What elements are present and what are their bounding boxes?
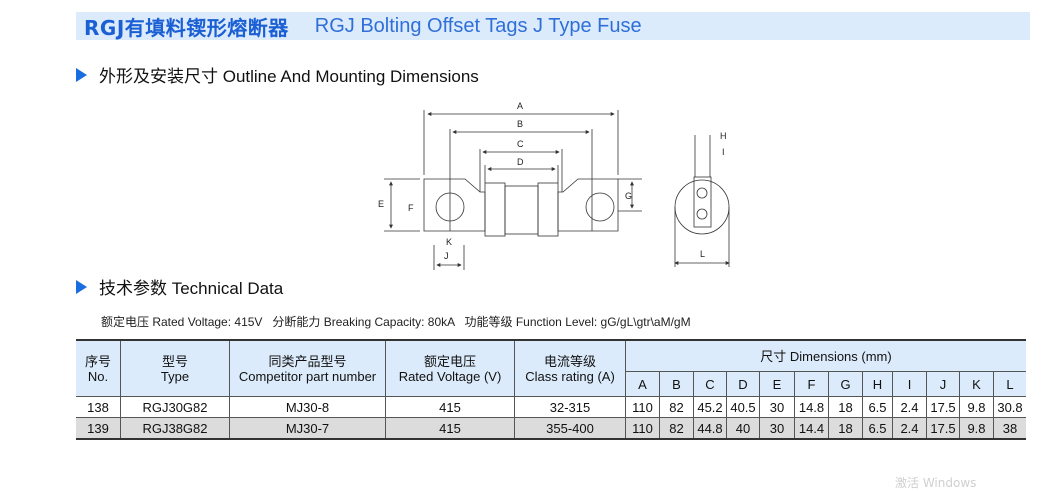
cell-competitor: MJ30-8: [229, 396, 386, 418]
triangle-right-icon: [76, 279, 87, 294]
cell-no: 139: [76, 417, 121, 440]
dim-col-f: F: [794, 371, 829, 397]
cell-dim-j: 17.5: [926, 417, 960, 440]
cell-competitor: MJ30-7: [229, 417, 386, 440]
section-technical-heading: 技术参数 Technical Data: [76, 274, 283, 299]
dim-col-d: D: [726, 371, 760, 397]
cell-dim-g: 18: [828, 396, 863, 418]
cell-dim-f: 14.4: [794, 417, 829, 440]
cell-dim-d: 40.5: [726, 396, 760, 418]
cell-dim-i: 2.4: [892, 417, 927, 440]
triangle-right-icon: [76, 67, 87, 82]
cell-dim-l: 38: [993, 417, 1026, 440]
dim-col-b: B: [659, 371, 694, 397]
header-en: Competitor part number: [238, 368, 377, 384]
cell-type: RGJ30G82: [120, 396, 230, 418]
cell-dim-c: 45.2: [693, 396, 727, 418]
dim-col-l: L: [993, 371, 1026, 397]
col-competitor-header: 同类产品型号 Competitor part number: [229, 339, 386, 397]
dim-label-e: E: [378, 199, 384, 209]
title-chinese: RGJ有填料锲形熔断器: [84, 15, 289, 40]
cell-dim-f: 14.8: [794, 396, 829, 418]
cell-class: 32-315: [514, 396, 626, 418]
cell-dim-i: 2.4: [892, 396, 927, 418]
title-english: RGJ Bolting Offset Tags J Type Fuse: [314, 14, 642, 37]
header-cn: 电流等级: [543, 353, 596, 369]
cell-dim-e: 30: [759, 417, 795, 440]
section-outline-heading: 外形及安装尺寸 Outline And Mounting Dimensions: [76, 62, 479, 87]
cell-dim-e: 30: [759, 396, 795, 418]
watermark-text: 激活 Windows: [895, 476, 977, 490]
col-voltage-header: 额定电压 Rated Voltage (V): [385, 339, 515, 397]
dim-label-b: B: [517, 119, 523, 129]
dim-label-j: J: [444, 251, 449, 261]
spec-table: 序号 No. 型号 Type 同类产品型号 Competitor part nu…: [76, 339, 1026, 440]
cell-dim-a: 110: [625, 396, 660, 418]
header-cn: 同类产品型号: [268, 353, 347, 369]
cell-dim-h: 6.5: [862, 417, 893, 440]
header-cn: 型号: [161, 353, 188, 369]
dim-label-f: F: [408, 203, 414, 213]
dim-col-a: A: [625, 371, 660, 397]
dim-label-g: G: [625, 191, 632, 201]
cell-voltage: 415: [385, 396, 515, 418]
header-cn: 额定电压: [423, 353, 476, 369]
cell-dim-d: 40: [726, 417, 760, 440]
header-en: Rated Voltage (V): [398, 368, 502, 384]
cell-dim-k: 9.8: [959, 417, 994, 440]
cell-dim-c: 44.8: [693, 417, 727, 440]
dim-col-i: I: [892, 371, 927, 397]
header-en: Class rating (A): [525, 368, 615, 384]
dim-col-e: E: [759, 371, 795, 397]
col-no-header: 序号 No.: [76, 339, 121, 397]
dim-label-l: L: [700, 249, 705, 259]
cell-class: 355-400: [514, 417, 626, 440]
cell-dim-h: 6.5: [862, 396, 893, 418]
header-en: Type: [160, 368, 190, 384]
section-technical-label: 技术参数 Technical Data: [99, 279, 284, 298]
dim-label-k: K: [446, 237, 452, 247]
col-class-header: 电流等级 Class rating (A): [514, 339, 626, 397]
cell-dim-j: 17.5: [926, 396, 960, 418]
table-row: 138 RGJ30G82 MJ30-8 415 32-315 110 82 45…: [76, 396, 1026, 418]
cell-dim-b: 82: [659, 417, 694, 440]
technical-params-line: 额定电压 Rated Voltage: 415V 分断能力 Breaking C…: [101, 315, 691, 329]
cell-no: 138: [76, 396, 121, 418]
dim-col-j: J: [926, 371, 960, 397]
dim-label-a: A: [517, 101, 523, 111]
cell-dim-a: 110: [625, 417, 660, 440]
cell-dim-b: 82: [659, 396, 694, 418]
cell-voltage: 415: [385, 417, 515, 440]
title-bar: RGJ有填料锲形熔断器 RGJ Bolting Offset Tags J Ty…: [76, 12, 1030, 40]
header-cn: 序号: [84, 353, 111, 369]
outline-drawing: A B C D E F G K J H I L: [378, 101, 730, 270]
dim-label-c: C: [517, 139, 524, 149]
cell-dim-g: 18: [828, 417, 863, 440]
dim-label-d: D: [517, 157, 524, 167]
cell-dim-k: 9.8: [959, 396, 994, 418]
dim-label-i: I: [722, 147, 725, 157]
dim-label-h: H: [720, 131, 727, 141]
section-outline-label: 外形及安装尺寸 Outline And Mounting Dimensions: [99, 67, 479, 86]
dim-col-k: K: [959, 371, 994, 397]
dim-col-c: C: [693, 371, 727, 397]
dim-col-g: G: [828, 371, 863, 397]
col-type-header: 型号 Type: [120, 339, 230, 397]
cell-dim-l: 30.8: [993, 396, 1026, 418]
table-row: 139 RGJ38G82 MJ30-7 415 355-400 110 82 4…: [76, 417, 1026, 440]
dim-col-h: H: [862, 371, 893, 397]
cell-type: RGJ38G82: [120, 417, 230, 440]
header-en: No.: [87, 368, 109, 384]
col-dimensions-header: 尺寸 Dimensions (mm): [625, 339, 1026, 372]
